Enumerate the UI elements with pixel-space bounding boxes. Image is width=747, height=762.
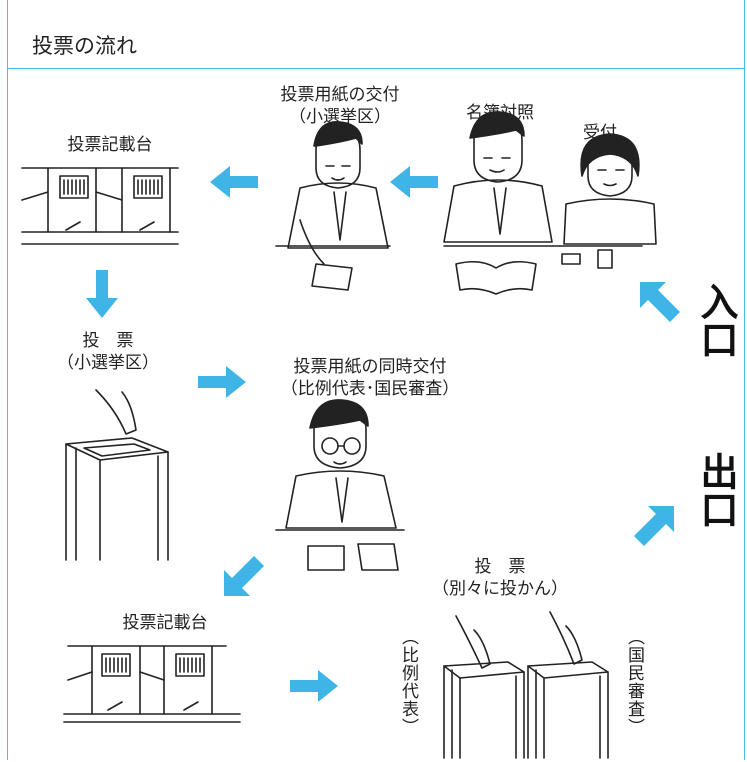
arrow-right-1	[198, 366, 246, 398]
entrance-label: 入口	[694, 282, 738, 358]
arrow-up-left-entrance	[640, 282, 680, 322]
label-booth-1: 投票記載台	[67, 135, 153, 155]
clerk-distribution-illustration	[275, 121, 391, 291]
arrow-right-2	[290, 670, 338, 702]
clerk-simultaneous-illustration	[275, 399, 405, 571]
title-divider	[8, 68, 745, 69]
label-booth-2: 投票記載台	[122, 613, 208, 633]
diagram-frame	[7, 0, 745, 760]
label-box-review: （国民審査）	[624, 628, 644, 736]
label-box-proportional: （比例代表）	[398, 628, 418, 736]
writing-booth-2-illustration	[63, 645, 241, 723]
arrow-up-right-exit	[634, 506, 674, 546]
label-vote-small: 投 票 （小選挙区）	[57, 331, 159, 373]
ballot-boxes-separate-illustration	[443, 611, 609, 759]
label-distribution-small: 投票用紙の交付 （小選挙区）	[280, 85, 400, 127]
exit-label: 出口	[694, 452, 738, 528]
arrow-left-2	[390, 166, 438, 198]
arrow-down-left	[224, 556, 264, 596]
label-simultaneous-distribution: 投票用紙の同時交付 （比例代表･国民審査）	[280, 357, 460, 399]
clerk-register-illustration	[443, 111, 561, 295]
arrow-down-1	[86, 270, 118, 318]
arrow-left-1	[210, 166, 258, 198]
label-vote-separate: 投 票 （別々に投かん）	[432, 557, 568, 599]
ballot-box-small-illustration	[65, 389, 169, 561]
writing-booth-1-illustration	[21, 167, 179, 245]
page-title: 投票の流れ	[32, 34, 137, 58]
clerk-reception-illustration	[559, 133, 657, 269]
